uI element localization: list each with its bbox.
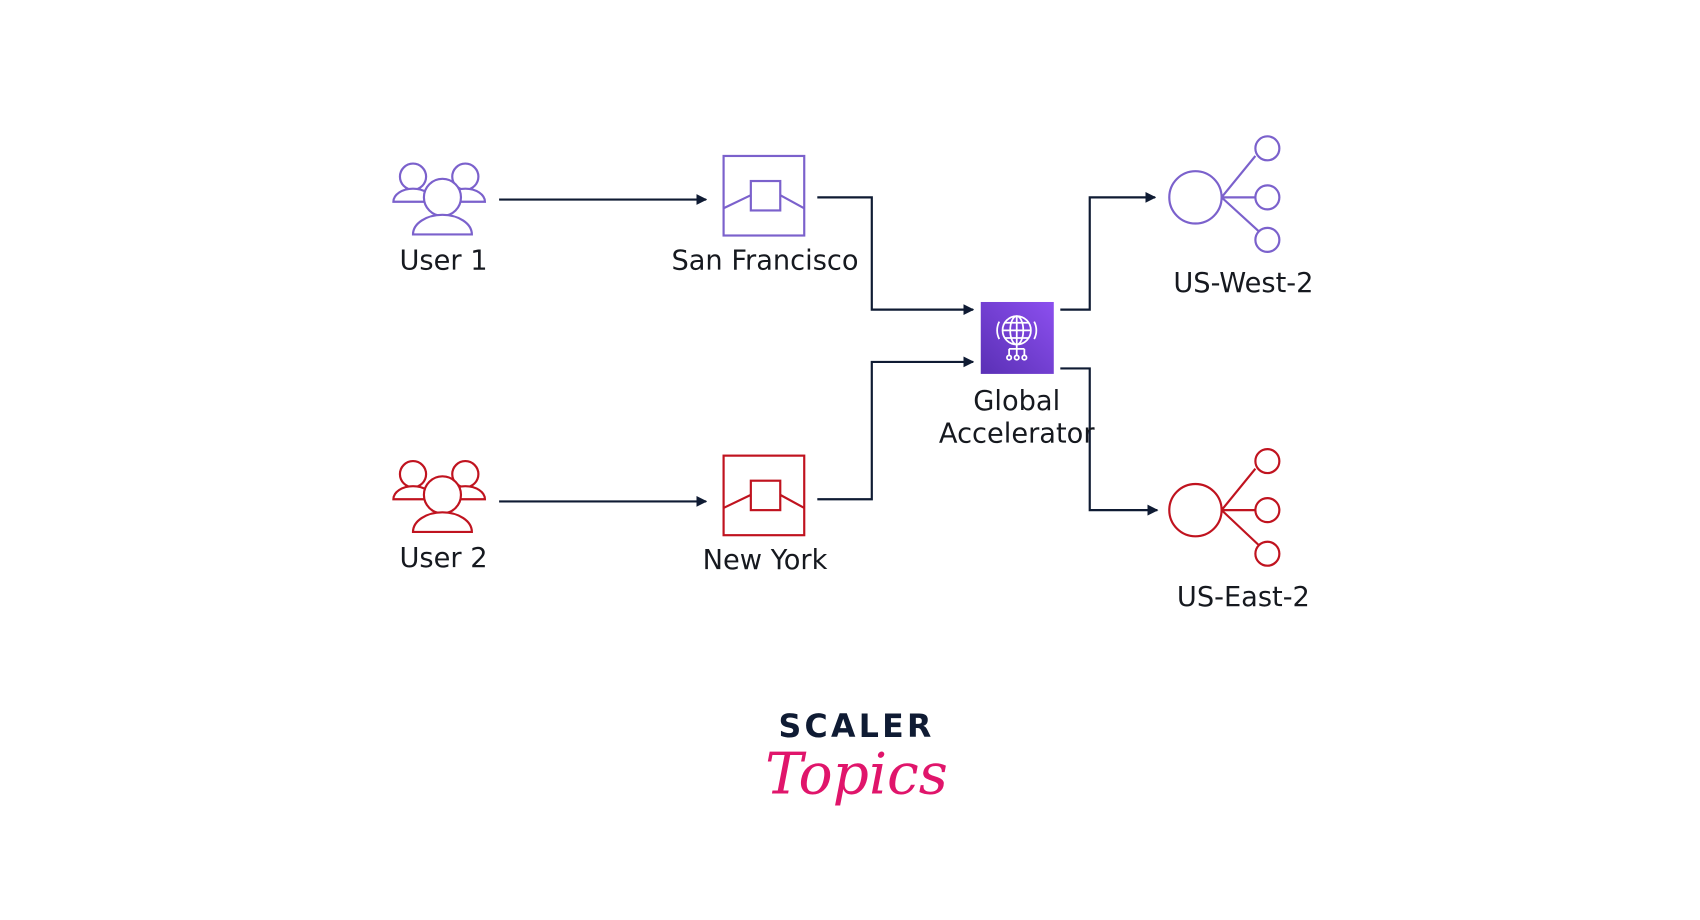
edge-location-icon	[722, 154, 806, 237]
sf-label: San Francisco	[671, 245, 858, 276]
logo-line2: Topics	[765, 741, 948, 807]
west-label: US-West-2	[1173, 268, 1313, 299]
arrow-sf-to-ga	[817, 196, 975, 316]
ga-label-line1: Global	[973, 386, 1060, 417]
user1-label: User 1	[399, 245, 487, 276]
users-icon	[392, 459, 487, 534]
edge-location-icon	[722, 454, 806, 537]
ny-label: New York	[703, 545, 828, 576]
arrow-ga-to-east	[1060, 367, 1159, 516]
logo-line1: SCALER	[779, 709, 935, 745]
scaler-topics-logo: SCALER Topics	[765, 709, 948, 808]
arrow-ga-to-west	[1060, 191, 1157, 311]
region-icon	[1168, 135, 1281, 253]
arrow-ny-to-ga	[817, 356, 975, 501]
ga-label-line2: Accelerator	[939, 419, 1095, 450]
east-label: US-East-2	[1177, 582, 1310, 613]
global-accelerator-icon	[980, 301, 1054, 374]
user2-label: User 2	[399, 543, 487, 574]
users-icon	[392, 162, 487, 236]
region-icon	[1168, 448, 1281, 567]
